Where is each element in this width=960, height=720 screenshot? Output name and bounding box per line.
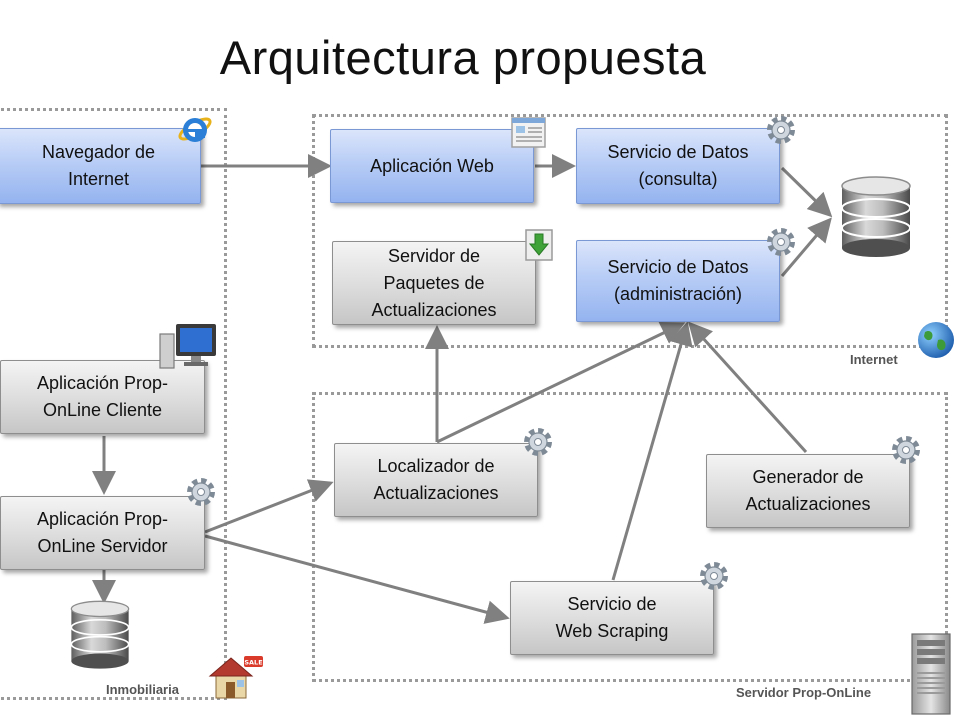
- arrow-admin-db: [780, 217, 832, 277]
- arrow-localizador-admin: [436, 321, 686, 444]
- node-localizador-label: Localizador de Actualizaciones: [373, 456, 499, 503]
- internet-explorer-icon: [178, 117, 212, 142]
- gear-icon: [767, 116, 795, 144]
- zone-label-inmobiliaria: Inmobiliaria: [106, 682, 179, 697]
- node-app-web-label: Aplicación Web: [370, 155, 494, 176]
- gear-icon: [187, 478, 215, 506]
- node-servidor-label: Aplicación Prop- OnLine Servidor: [36, 509, 169, 556]
- sale-sign-text: SALE: [244, 659, 262, 667]
- node-app-web: Aplicación Web: [330, 129, 534, 203]
- gear-icon: [892, 436, 920, 464]
- node-servidor: Aplicación Prop- OnLine Servidor: [0, 496, 205, 570]
- node-localizador: Localizador de Actualizaciones: [334, 443, 538, 517]
- node-generador: Generador de Actualizaciones: [706, 454, 910, 528]
- zone-inmobiliaria: [0, 108, 227, 700]
- node-datos-admin-label: Servicio de Datos (administración): [607, 257, 749, 304]
- page-title: Arquitectura propuesta: [219, 31, 707, 84]
- arrow-scraping-admin: [611, 321, 693, 581]
- globe-icon: [918, 322, 954, 358]
- node-navegador-label: Navegador de Internet: [41, 142, 156, 189]
- node-scraping: Servicio de Web Scraping: [510, 581, 714, 655]
- node-navegador: Navegador de Internet: [0, 128, 201, 204]
- zone-label-internet: Internet: [850, 352, 898, 367]
- node-scraping-label: Servicio de Web Scraping: [555, 594, 669, 641]
- arrow-servidor-localizador: [204, 479, 334, 534]
- arrow-generador-admin: [687, 321, 808, 454]
- gear-icon: [524, 428, 552, 456]
- node-datos-consulta-label: Servicio de Datos (consulta): [607, 142, 749, 189]
- zone-internet: [312, 114, 948, 348]
- web-page-icon: [511, 117, 546, 148]
- node-paquetes: Servidor de Paquetes de Actualizaciones: [332, 241, 536, 325]
- database-icon: [70, 600, 130, 669]
- gear-icon: [700, 562, 728, 590]
- node-cliente-label: Aplicación Prop- OnLine Cliente: [36, 373, 169, 420]
- desktop-computer-icon: [159, 324, 216, 369]
- arrow-consulta-db: [780, 166, 833, 218]
- node-cliente: Aplicación Prop- OnLine Cliente: [0, 360, 205, 434]
- node-generador-label: Generador de Actualizaciones: [745, 467, 871, 514]
- arrow-servidor-scraping: [204, 534, 510, 624]
- house-for-sale-icon: SALE: [208, 656, 263, 699]
- node-paquetes-label: Servidor de Paquetes de Actualizaciones: [371, 245, 497, 320]
- server-tower-icon: [911, 633, 951, 715]
- node-datos-admin: Servicio de Datos (administración): [576, 240, 780, 322]
- node-datos-consulta: Servicio de Datos (consulta): [576, 128, 780, 204]
- zone-label-servidor: Servidor Prop-OnLine: [736, 685, 872, 700]
- zone-servidor: [312, 392, 948, 682]
- database-icon: [841, 176, 911, 257]
- gear-icon: [767, 228, 795, 256]
- download-arrow-icon: [525, 229, 553, 261]
